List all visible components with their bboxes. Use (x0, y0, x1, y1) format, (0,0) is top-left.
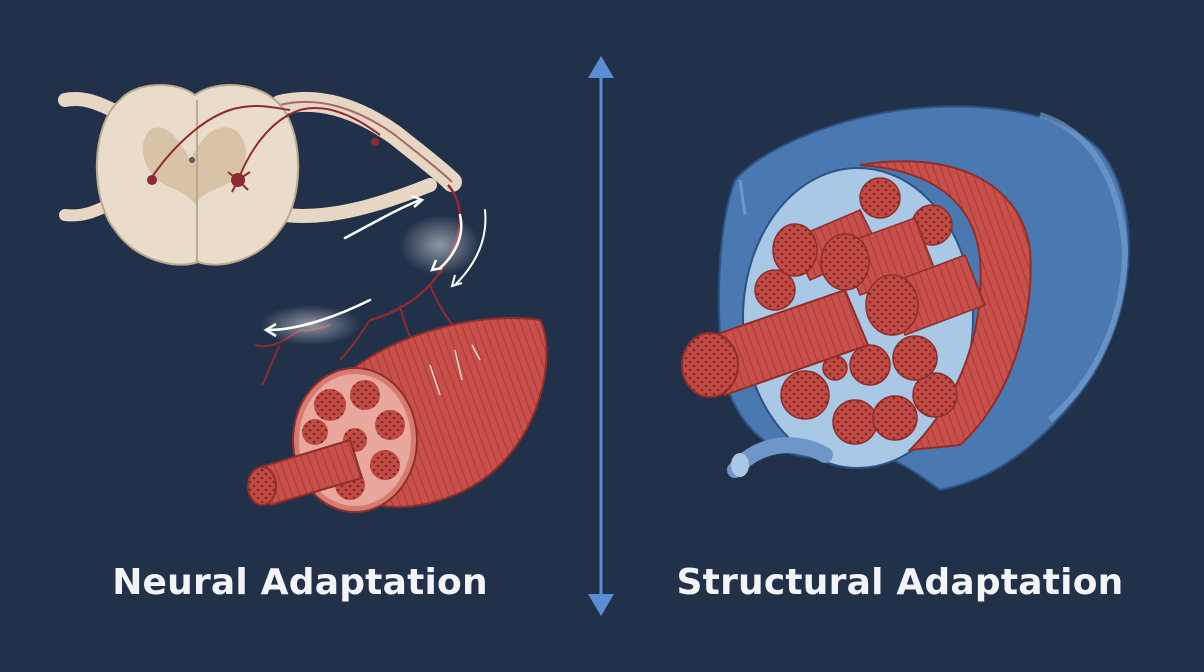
structural-adaptation-label: Structural Adaptation (676, 562, 1124, 603)
muscle-bundle-icon (247, 317, 548, 513)
double-arrow-icon (588, 56, 614, 616)
neural-adaptation-label: Neural Adaptation (112, 562, 488, 603)
enlarged-muscle-icon (681, 105, 1130, 492)
spinal-cord-icon (58, 84, 462, 266)
